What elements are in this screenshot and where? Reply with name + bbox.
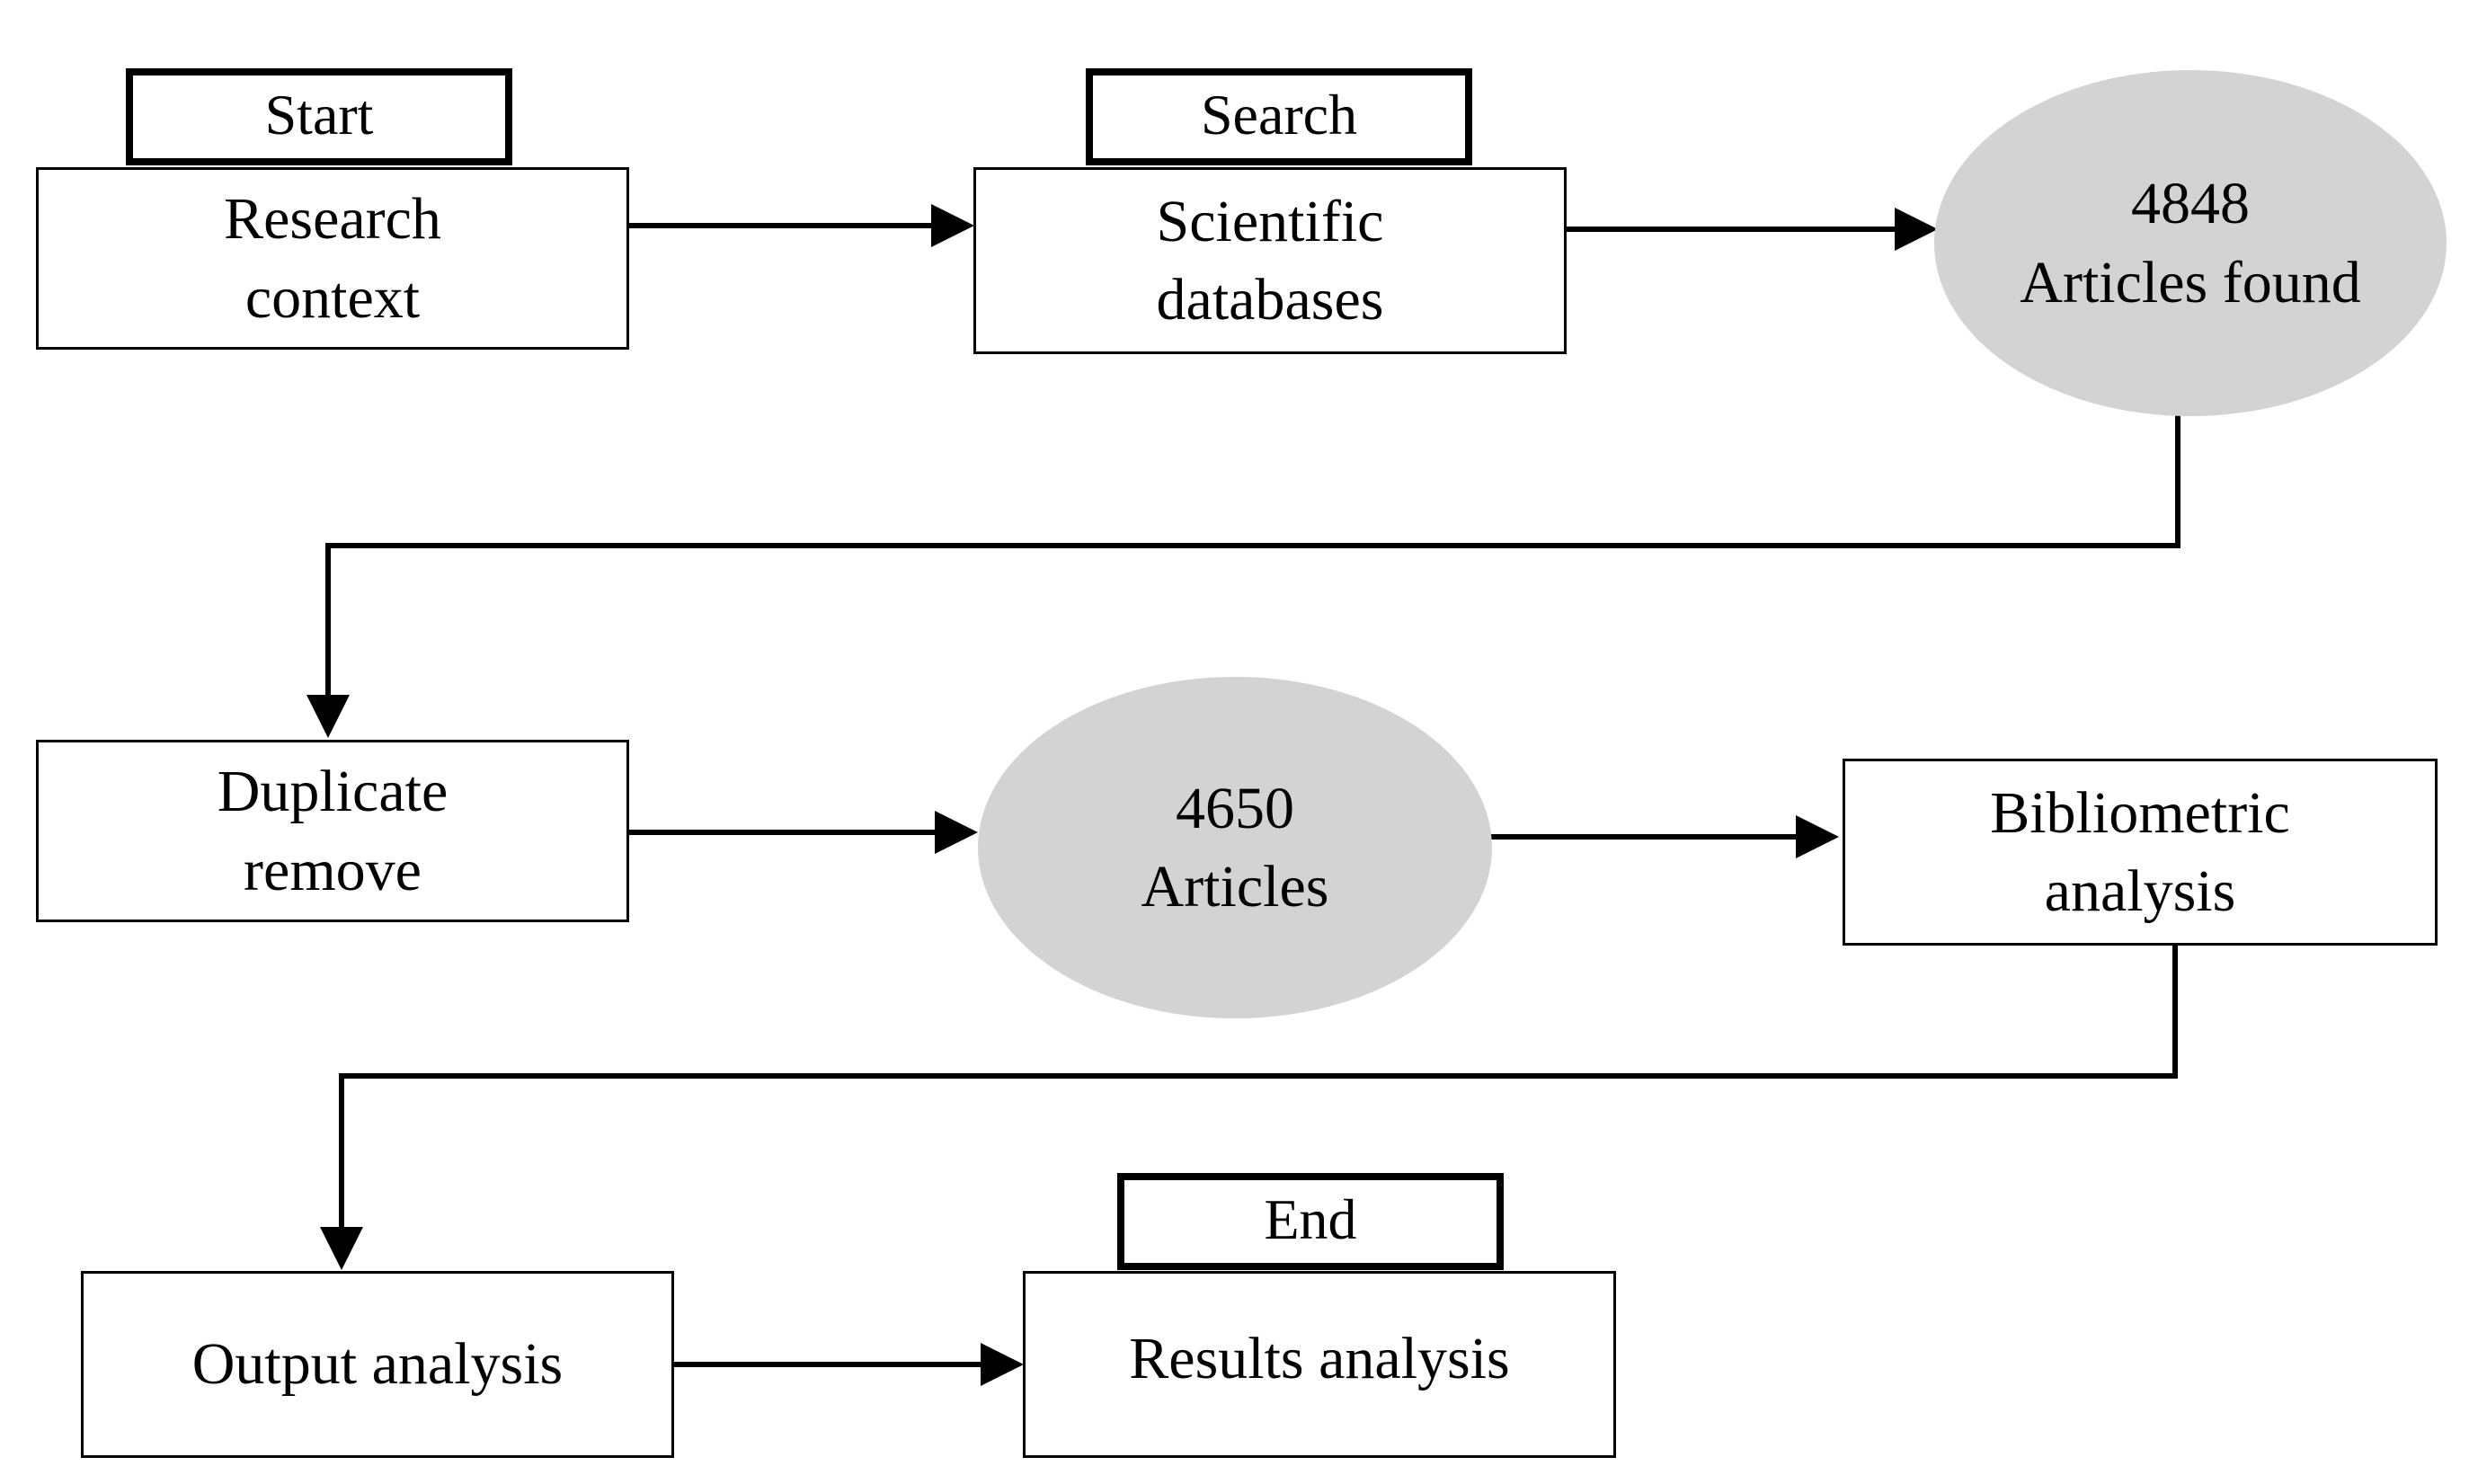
research-context-box: Research context [36, 167, 629, 350]
bibliometric-analysis-label: Bibliometric analysis [1990, 779, 2290, 924]
start-tag-label: Start [264, 83, 374, 147]
end-tag-label: End [1264, 1187, 1357, 1251]
arrow-articles-found-to-duplicate-remove [306, 413, 2180, 738]
scientific-databases-label: Scientific databases [1156, 188, 1384, 333]
duplicate-remove-box: Duplicate remove [36, 740, 629, 922]
articles-found-label: 4848 Articles found [2020, 171, 2361, 315]
arrow-bibliometric-to-output-analysis [320, 946, 2178, 1270]
duplicate-remove-label: Duplicate remove [217, 759, 449, 903]
start-tag: Start [126, 68, 512, 165]
results-analysis-label: Results analysis [1129, 1326, 1510, 1392]
articles-ellipse: 4650 Articles [978, 677, 1492, 1018]
search-tag: Search [1086, 68, 1472, 165]
articles-label: 4650 Articles [1141, 775, 1329, 920]
bibliometric-analysis-box: Bibliometric analysis [1843, 759, 2438, 946]
research-context-label: Research context [224, 186, 441, 331]
output-analysis-label: Output analysis [191, 1331, 564, 1398]
scientific-databases-box: Scientific databases [973, 167, 1567, 354]
articles-found-ellipse: 4848 Articles found [1934, 70, 2447, 416]
output-analysis-box: Output analysis [81, 1271, 674, 1458]
search-tag-label: Search [1200, 83, 1358, 147]
end-tag: End [1117, 1173, 1504, 1270]
results-analysis-box: Results analysis [1023, 1271, 1616, 1458]
